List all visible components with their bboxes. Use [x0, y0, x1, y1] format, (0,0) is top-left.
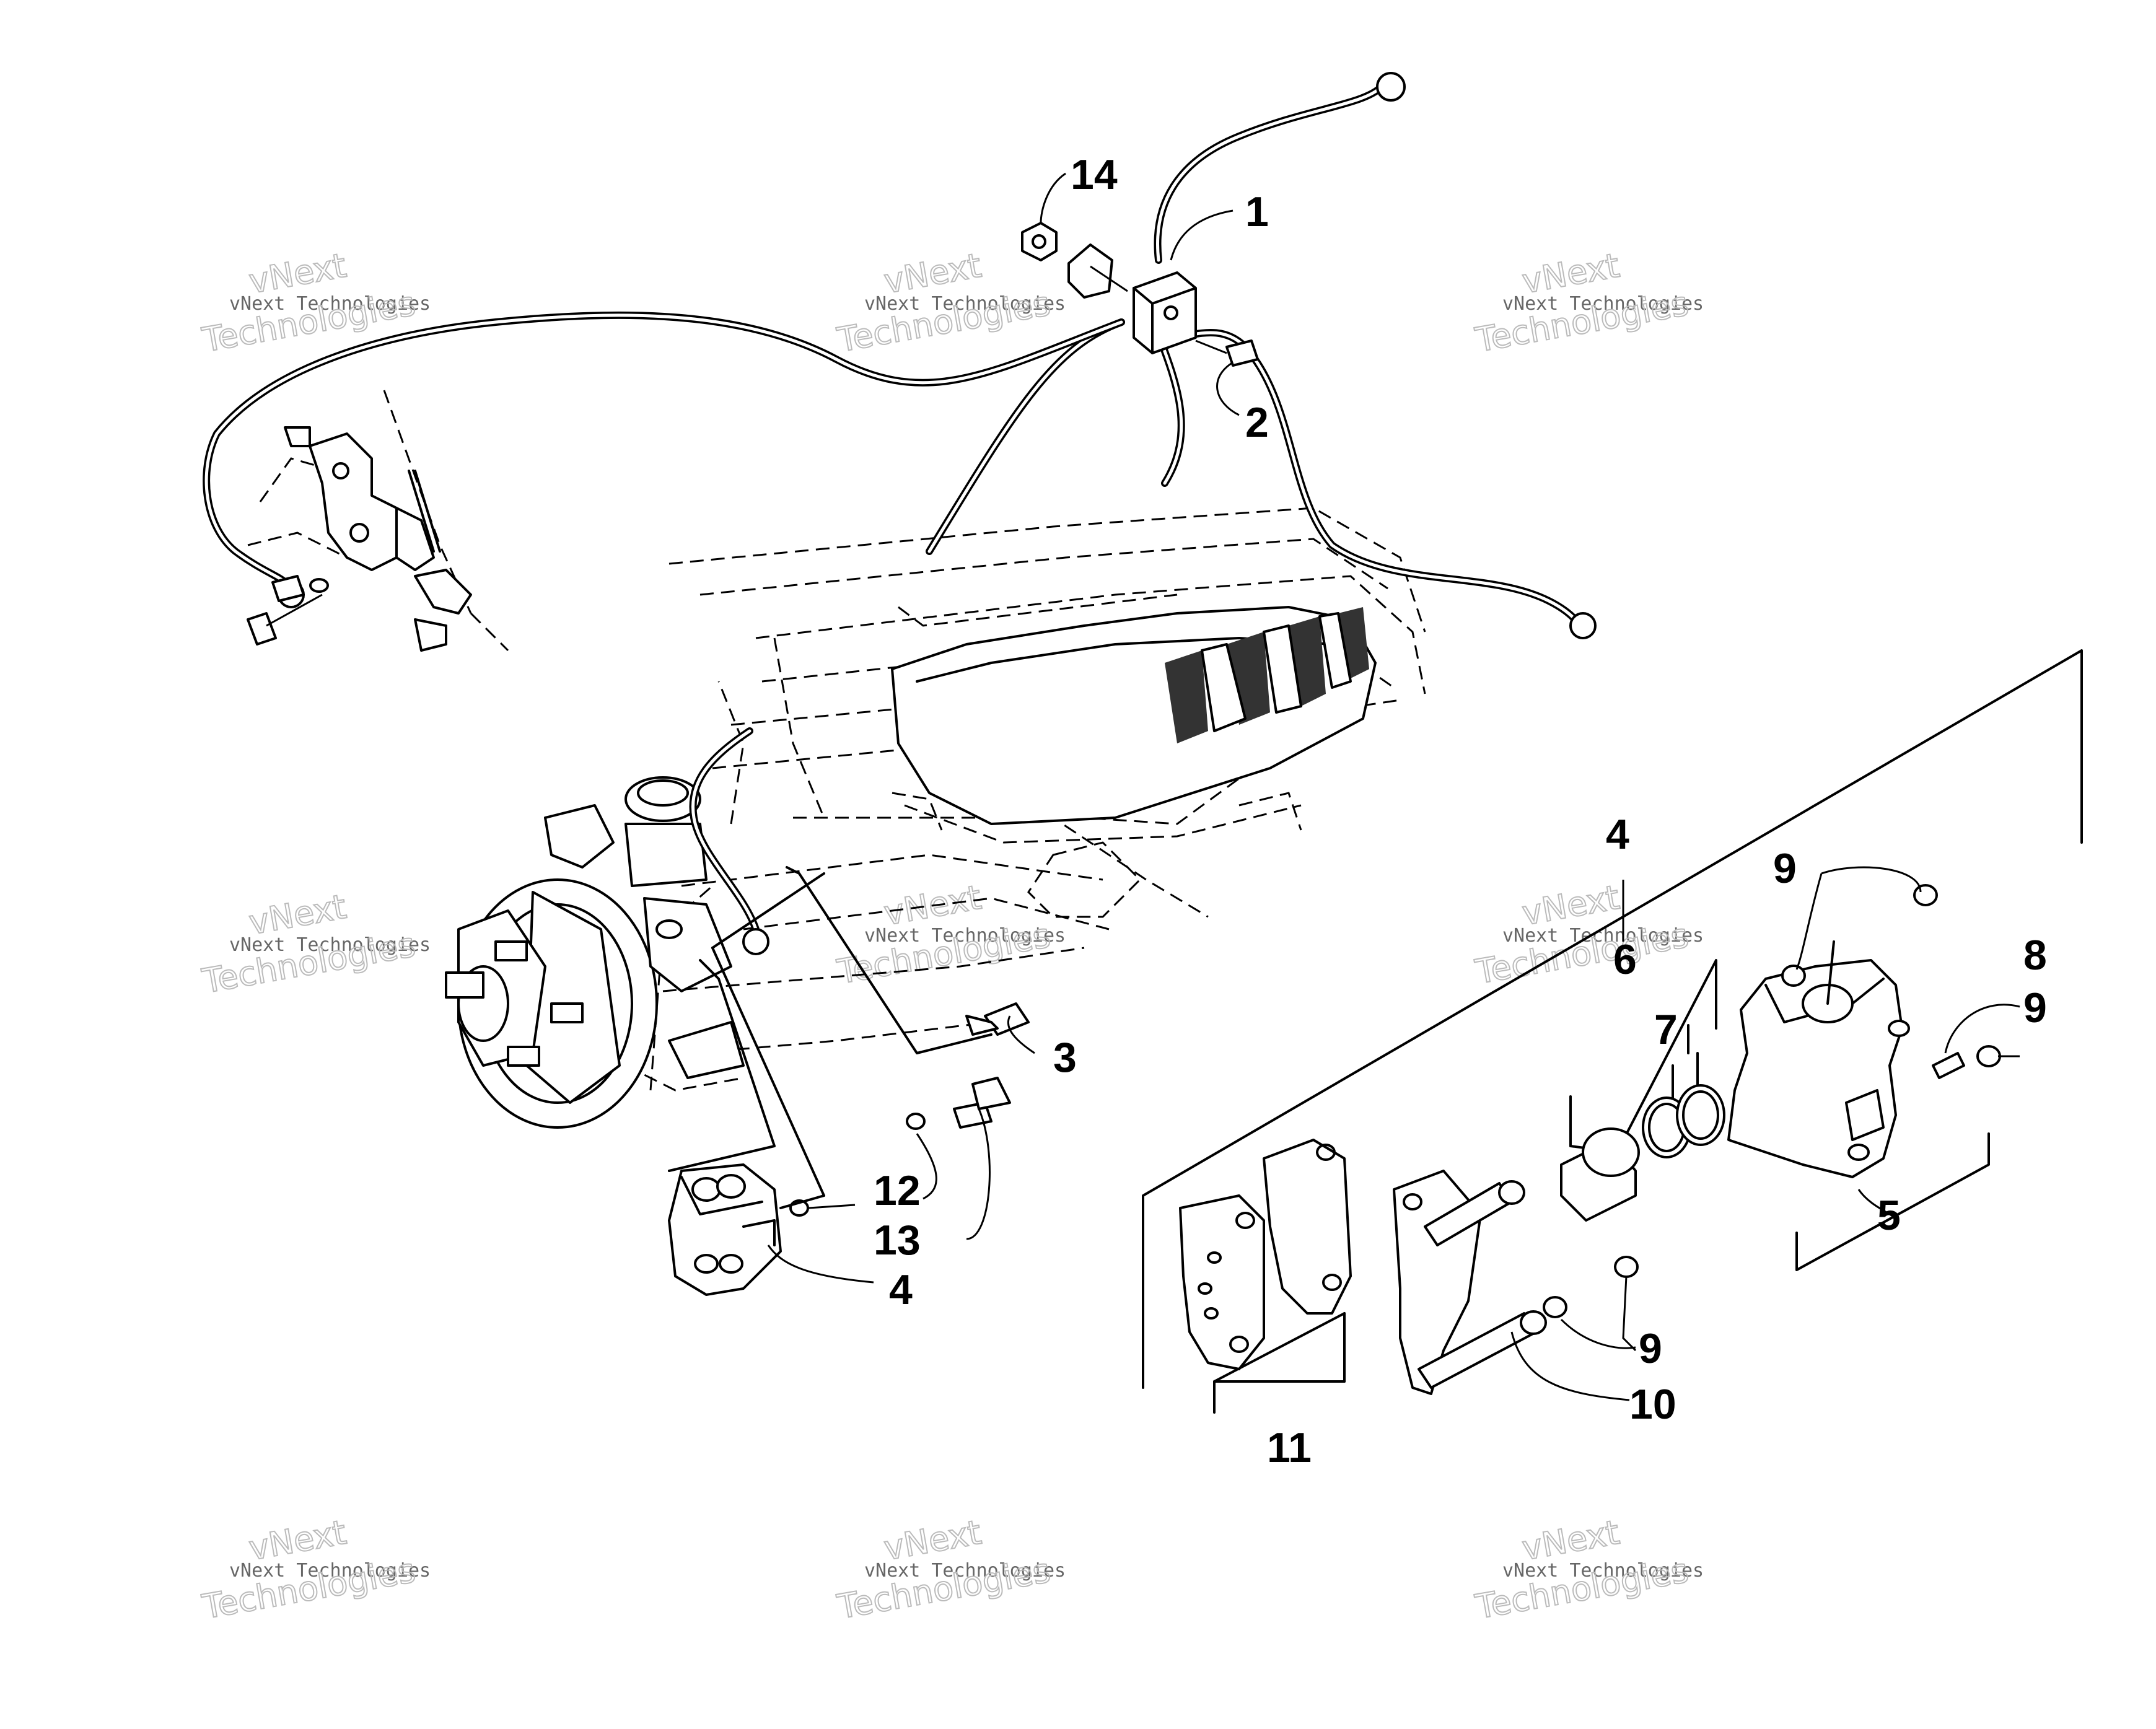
part-7-seals [1642, 1084, 1725, 1158]
svg-text:vNext Technologies: vNext Technologies [1502, 1560, 1704, 1582]
callout-9-right: 9 [2023, 984, 2047, 1031]
callout-12: 12 [874, 1167, 921, 1214]
part-8-bleeder-screw [1932, 1052, 1965, 1079]
svg-text:vNext Technologies: vNext Technologies [864, 925, 1066, 947]
watermark-9: vNext Technologies Technologies vNext [1472, 1512, 1704, 1627]
callout-3: 3 [1053, 1034, 1077, 1081]
hose-end-fitting [1569, 612, 1597, 639]
part-5-caliper-body [1727, 940, 1910, 1178]
exploded-group-frame [1142, 649, 2083, 1414]
hub-stud [445, 971, 484, 999]
brake-hoses [203, 72, 1597, 955]
watermark-4: vNext Technologies Technologies vNext [199, 886, 431, 1002]
watermark-1: vNext Technologies Technologies vNext [199, 245, 431, 361]
callout-5: 5 [1877, 1192, 1901, 1239]
brake-pad-outer [1179, 1194, 1265, 1370]
svg-text:vNext Technologies: vNext Technologies [229, 934, 431, 956]
callout-9-bottom: 9 [1639, 1325, 1662, 1372]
callout-6: 6 [1613, 936, 1637, 983]
callout-1: 1 [1245, 188, 1269, 235]
hub-stud [550, 1002, 584, 1023]
fasteners-top [1021, 222, 1259, 367]
callout-9-top: 9 [1773, 845, 1797, 892]
callout-13: 13 [874, 1217, 921, 1264]
steering-arm [544, 804, 615, 869]
washer-12 [906, 1113, 926, 1130]
watermark-3: vNext Technologies Technologies vNext [1472, 245, 1704, 361]
bleeder [1845, 1089, 1885, 1141]
hose-end-fitting [742, 928, 769, 955]
banjo-washer [271, 575, 305, 602]
svg-text:vNext Technologies: vNext Technologies [1502, 293, 1704, 315]
svg-text:vNext Technologies: vNext Technologies [864, 1560, 1066, 1582]
hub-stud [494, 940, 528, 961]
callout-4-group: 4 [1606, 811, 1629, 858]
leader-lines [767, 172, 2020, 1401]
bolt-2 [1225, 339, 1259, 367]
hose-end-fitting [1376, 72, 1406, 102]
washer [1067, 243, 1113, 299]
callout-11: 11 [1267, 1424, 1312, 1471]
watermark-7: vNext Technologies Technologies vNext [199, 1512, 431, 1627]
callout-labels: 14 1 2 3 12 13 4 4 6 7 9 8 9 5 9 10 11 [874, 151, 2047, 1471]
svg-text:vNext Technologies: vNext Technologies [229, 1560, 431, 1582]
upper-ball-joint [624, 776, 701, 822]
front-body-panel [891, 606, 1377, 844]
bolts-middle [789, 1002, 1030, 1217]
part-10-caliper-bracket [1393, 1170, 1547, 1395]
part-6-piston [1560, 1127, 1640, 1222]
hub-stud [507, 1046, 540, 1067]
callout-4-left: 4 [889, 1266, 913, 1313]
watermark-6: vNext Technologies Technologies vNext [1472, 877, 1704, 992]
watermarks: vNext Technologies Technologies vNext vN… [199, 245, 1704, 1627]
callout-7: 7 [1654, 1006, 1678, 1053]
master-cylinder [247, 426, 472, 652]
callout-2: 2 [1245, 399, 1269, 446]
part-1-hose-block [1133, 271, 1197, 354]
watermark-2: vNext Technologies Technologies vNext [834, 245, 1066, 361]
lever-bracket [414, 569, 472, 615]
part-4-caliper-left [668, 1163, 782, 1296]
callout-10: 10 [1629, 1381, 1676, 1428]
svg-text:vNext Technologies: vNext Technologies [229, 293, 431, 315]
nut-14 [1021, 222, 1058, 261]
banjo-bolt [247, 612, 277, 646]
part-11-brake-pads [1179, 1139, 1352, 1370]
callout-8: 8 [2023, 932, 2047, 979]
watermark-8: vNext Technologies Technologies vNext [834, 1512, 1066, 1627]
svg-text:vNext Technologies: vNext Technologies [864, 293, 1066, 315]
left-caliper-bracket-lines [668, 866, 993, 1209]
front-hub-assembly [445, 776, 745, 1129]
callout-14: 14 [1071, 151, 1118, 198]
